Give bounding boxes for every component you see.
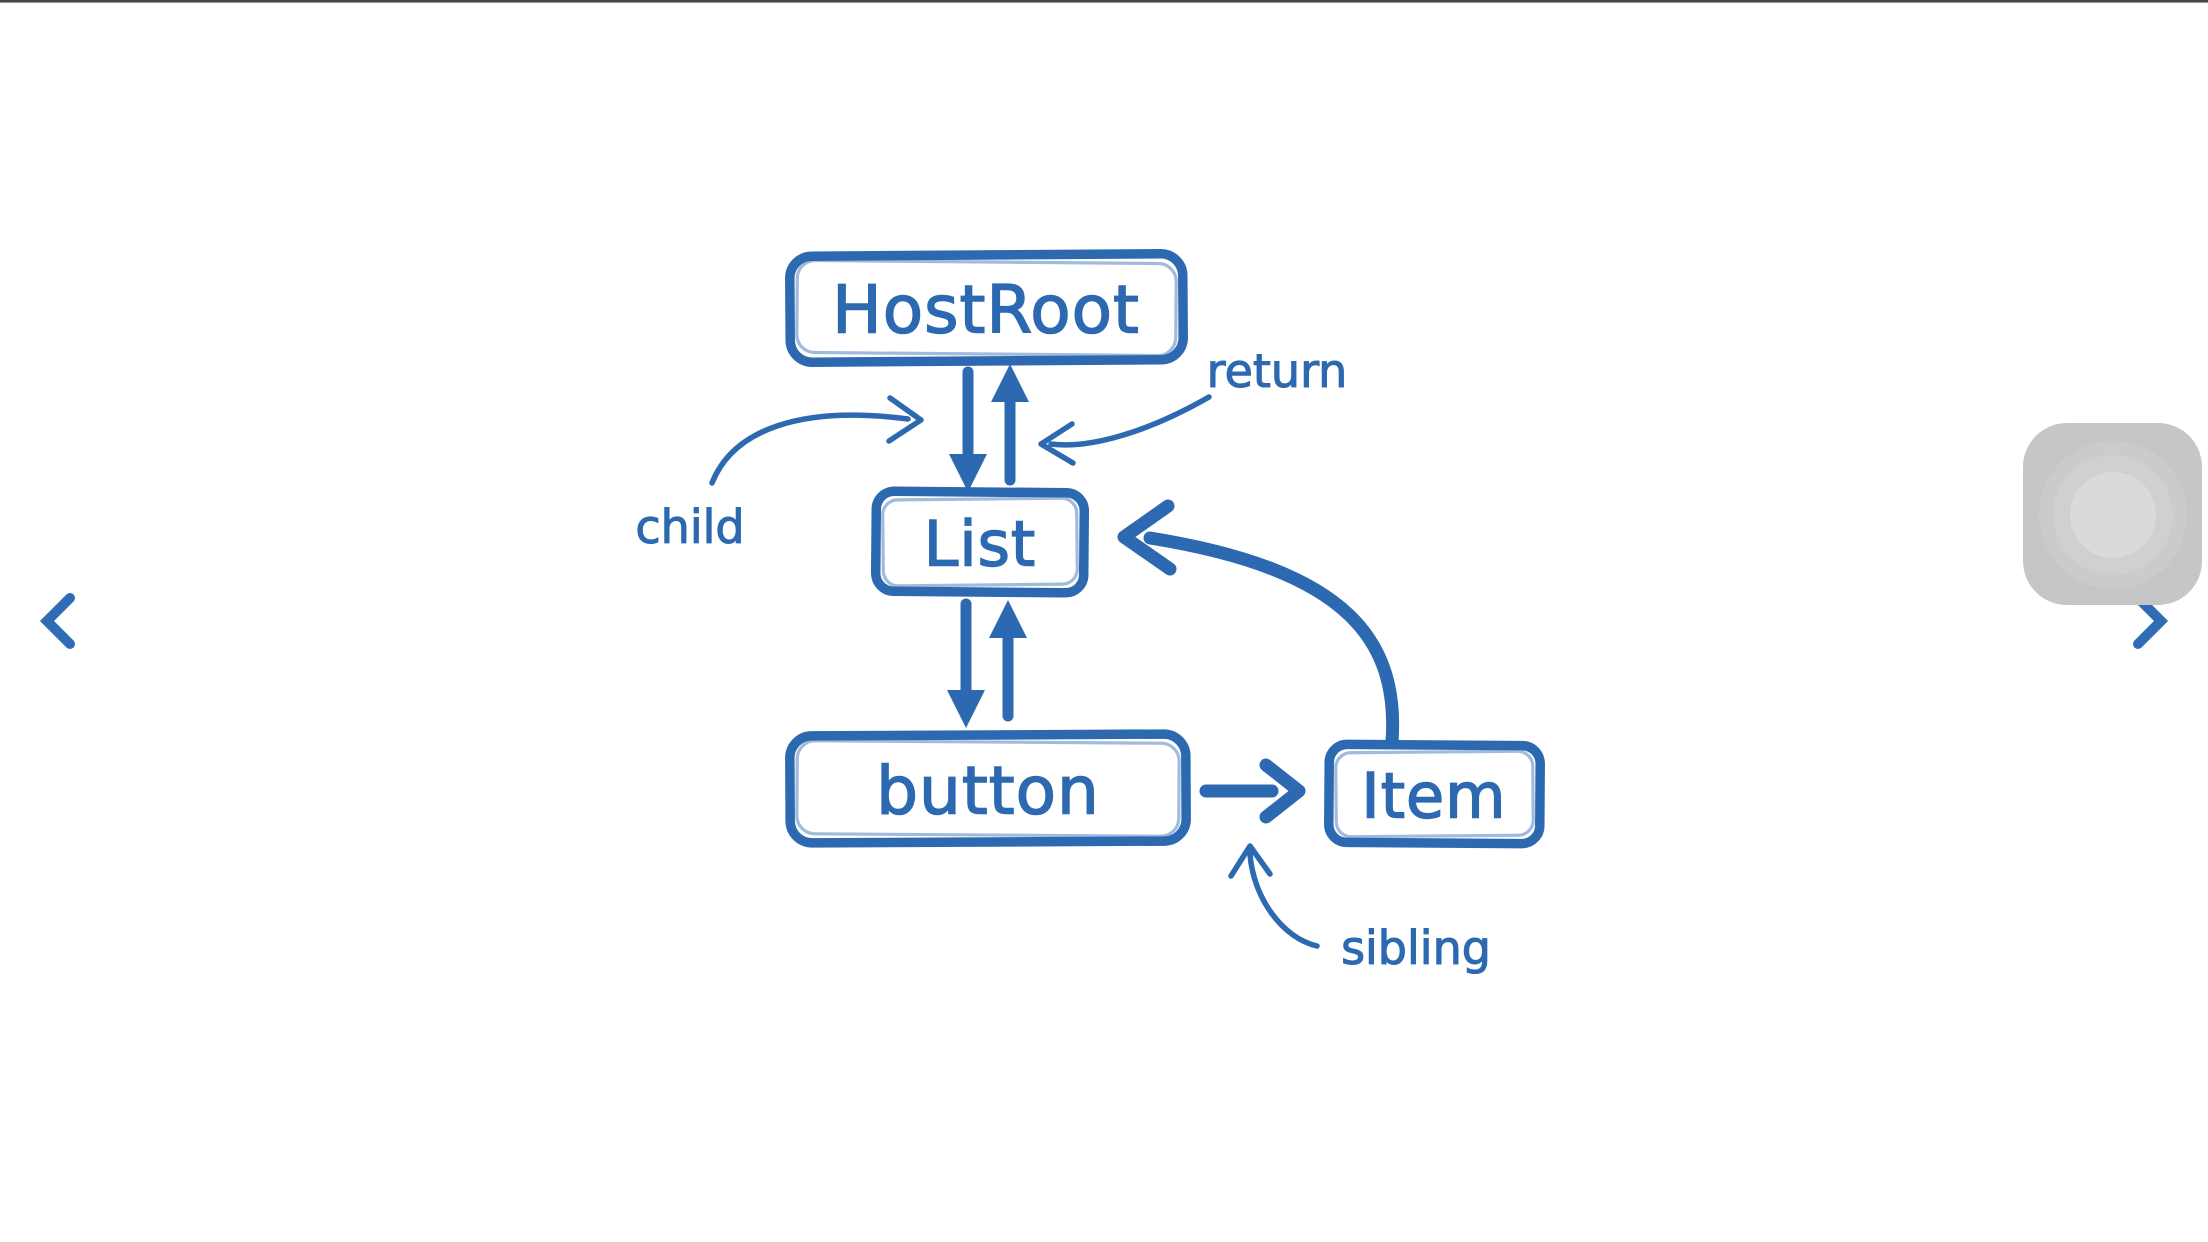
node-list: List bbox=[870, 486, 1090, 598]
node-hostroot: HostRoot bbox=[785, 249, 1188, 367]
node-button-label: button bbox=[876, 753, 1100, 830]
node-button: button bbox=[785, 729, 1191, 848]
edge-button-to-list-arrow bbox=[989, 600, 1027, 722]
edge-list-to-button-arrow bbox=[947, 598, 985, 728]
edge-hostroot-to-list-arrow bbox=[949, 366, 987, 492]
edge-list-to-hostroot-arrow bbox=[991, 364, 1029, 486]
edge-item-to-list-curve-arrow bbox=[1117, 499, 1400, 749]
window-top-bar bbox=[0, 0, 2208, 3]
node-hostroot-label: HostRoot bbox=[832, 272, 1140, 349]
node-item-label: Item bbox=[1361, 760, 1506, 833]
child-annotation: child bbox=[635, 500, 744, 554]
node-item: Item bbox=[1324, 739, 1545, 849]
next-slide-button[interactable] bbox=[2126, 589, 2172, 653]
chevron-left-icon bbox=[39, 593, 75, 649]
node-list-label: List bbox=[924, 508, 1036, 581]
camera-bubble-core bbox=[2070, 472, 2156, 558]
return-pointer-arrow bbox=[1038, 394, 1212, 466]
child-pointer-arrow bbox=[709, 395, 924, 486]
sibling-pointer-arrow bbox=[1228, 843, 1320, 949]
previous-slide-button[interactable] bbox=[36, 589, 82, 653]
return-annotation: return bbox=[1207, 344, 1348, 398]
camera-bubble[interactable] bbox=[2023, 423, 2202, 605]
sibling-annotation: sibling bbox=[1341, 921, 1491, 975]
edge-button-to-item-arrow bbox=[1199, 758, 1306, 824]
chevron-right-icon bbox=[2133, 593, 2169, 649]
